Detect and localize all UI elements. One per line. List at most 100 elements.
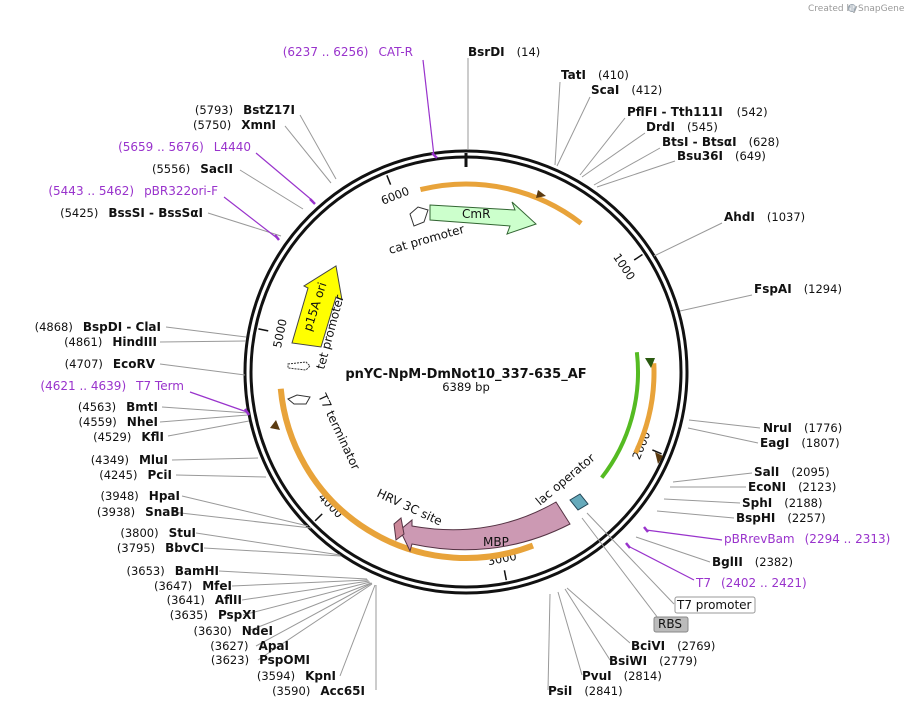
mark-pbr322ori <box>274 234 280 241</box>
leader-mlui <box>171 457 259 461</box>
leader-ahdi <box>653 222 723 257</box>
leader-pcii <box>175 474 267 478</box>
t7-terminator-arrow <box>287 394 311 405</box>
svg-text:6000: 6000 <box>379 184 411 208</box>
plasmid-name: pnYC-NpM-DmNot10_337-635_AF <box>345 367 586 382</box>
orange-arc-bottom <box>277 388 535 561</box>
leader-hindiii <box>159 340 247 343</box>
primer-catr: (6237 .. 6256)CAT-R <box>283 45 413 59</box>
leader-t7term <box>189 391 248 413</box>
leader-nrui <box>688 419 761 429</box>
mark-l4440 <box>309 198 316 205</box>
leader-pbr322ori <box>223 196 278 239</box>
mbp-label: MBP <box>483 535 509 549</box>
enzyme-scai: ScaI(412) <box>591 83 662 97</box>
enzyme-aflii: (3641)AflII <box>167 593 242 607</box>
enzyme-mfei: (3647)MfeI <box>154 579 232 593</box>
primer-t7: T7(2402 .. 2421) <box>695 576 807 590</box>
leader-btsi <box>593 147 661 186</box>
enzyme-bsiwi: BsiWI(2779) <box>609 654 697 668</box>
enzyme-nrui: NruI(1776) <box>763 421 842 435</box>
leader-sacii <box>239 169 304 210</box>
leader-bsiwi <box>564 588 611 661</box>
mark-catr <box>431 152 438 159</box>
leader-sphi <box>663 498 741 504</box>
rbs-box <box>653 616 689 633</box>
leader-pspomi <box>257 583 373 661</box>
enzyme-bsphi: BspHI(2257) <box>736 511 826 525</box>
leader-tati <box>554 81 561 166</box>
leader-aflii <box>241 580 370 601</box>
enzyme-bamhi: (3653)BamHI <box>126 564 219 578</box>
enzyme-bsu36i: Bsu36I(649) <box>677 149 766 163</box>
leader-bamhi <box>218 570 368 580</box>
t7-promoter-box <box>674 596 756 614</box>
leader-fspai <box>679 294 753 312</box>
enzyme-leaders <box>159 58 761 691</box>
mark-t7 <box>625 542 631 549</box>
primer-labels: (6237 .. 6256)CAT-R (5659 .. 5676)L4440 … <box>40 45 890 590</box>
mbp-arc-arrowhead <box>655 452 663 464</box>
leader-kfli <box>167 420 250 437</box>
enzyme-bsrdi: BsrDI(14) <box>468 45 540 59</box>
leader-pspxi <box>242 581 371 616</box>
primer-l4440: (5659 .. 5676)L4440 <box>118 140 251 154</box>
enzyme-ahdi: AhdI(1037) <box>724 210 805 224</box>
enzyme-sali: SalI(2095) <box>754 465 830 479</box>
primer-pbrrevbam: pBRrevBam(2294 .. 2313) <box>724 532 890 546</box>
enzyme-drdi: DrdI(545) <box>646 120 718 134</box>
tick-6000: 6000 <box>379 175 411 208</box>
enzyme-pspomi: (3623)PspOMI <box>211 653 310 667</box>
enzyme-btsi: BtsI - BtsαI(628) <box>662 135 780 149</box>
lac-operator-label: lac operator <box>533 451 598 509</box>
leader-kpni <box>339 584 376 677</box>
cat-promoter-arrow <box>409 206 429 227</box>
enzyme-bbvci: (3795)BbvCI <box>117 541 204 555</box>
leader-bsphi <box>656 510 735 519</box>
enzyme-hpai: (3948)HpaI <box>101 489 180 503</box>
hrv-3c-site-feature <box>393 517 405 541</box>
enzyme-kfli: (4529)KflI <box>93 430 164 444</box>
green-arc-head <box>645 358 655 368</box>
leader-snabi <box>171 511 312 529</box>
mbp-orange-arc <box>633 363 657 455</box>
enzyme-bcivi: BciVI(2769) <box>631 639 715 653</box>
leader-scai <box>556 96 591 167</box>
enzyme-tati: TatI(410) <box>561 68 629 82</box>
created-by-label: Created by <box>808 4 858 14</box>
enzyme-ecorv: (4707)EcoRV <box>65 357 156 371</box>
leader-drdi <box>581 132 646 178</box>
enzyme-psii: PsiI(2841) <box>548 684 623 698</box>
primer-t7term: (4621 .. 4639)T7 Term <box>40 379 184 393</box>
tick-4000: 4000 <box>314 490 346 522</box>
green-arc-right <box>600 351 640 479</box>
leader-ecorv <box>159 363 246 376</box>
leader-hpai <box>181 495 309 527</box>
enzyme-labels: BsrDI(14) TatI(410) ScaI(412) PflFI - Tt… <box>35 45 843 698</box>
enzyme-bmti: (4563)BmtI <box>78 400 158 414</box>
enzyme-xmni: (5750)XmnI <box>193 118 276 132</box>
leader-psii <box>547 593 551 691</box>
enzyme-nhei: (4559)NheI <box>79 415 158 429</box>
enzyme-ndei: (3630)NdeI <box>194 624 274 638</box>
cmr-feature <box>429 201 537 235</box>
leader-eagi <box>687 427 759 444</box>
tick-5000: 5000 <box>258 318 290 350</box>
svg-text:5000: 5000 <box>270 318 290 350</box>
leader-apai <box>255 582 373 647</box>
enzyme-eagi: EagI(1807) <box>760 436 840 450</box>
rbs-leader <box>581 517 659 619</box>
plasmid-size: 6389 bp <box>442 380 490 394</box>
primer-leaders <box>189 59 723 581</box>
cmr-arc-arrowhead <box>536 190 546 198</box>
t7-promoter-leader <box>586 512 675 605</box>
t7-terminator-label: T7 terminator <box>315 390 363 472</box>
mark-t7term <box>243 408 251 416</box>
snapgene-logo-icon <box>848 4 856 12</box>
enzyme-fspai: FspAI(1294) <box>754 282 842 296</box>
enzyme-sacii: (5556)SacII <box>152 162 233 176</box>
cmr-orange-arc <box>419 181 583 226</box>
enzyme-stui: (3800)StuI <box>120 526 196 540</box>
leader-bbvci <box>203 547 342 557</box>
